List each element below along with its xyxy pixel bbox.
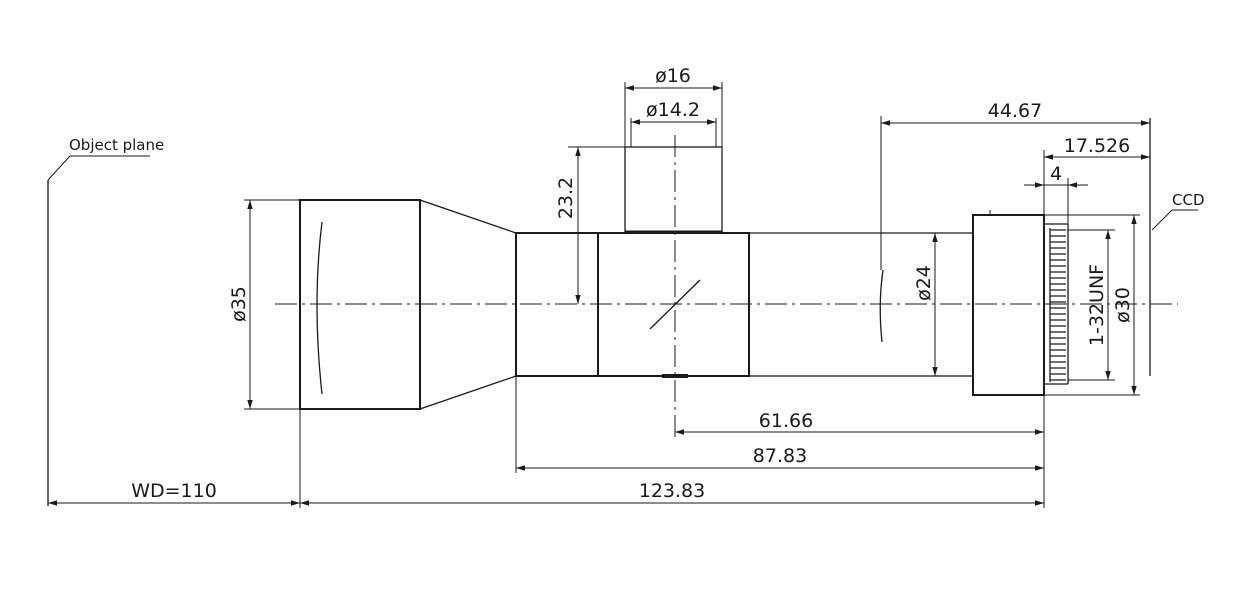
dim-17-526-label: 17.526: [1064, 135, 1130, 157]
dim-dia-35-label: ø35: [228, 286, 250, 322]
dim-87-83-label: 87.83: [753, 445, 807, 467]
dim-dia-24: ø24: [913, 233, 938, 376]
dim-4-label: 4: [1050, 163, 1062, 185]
dim-dia-16: ø16: [625, 65, 722, 91]
dim-dia-14-2-label: ø14.2: [646, 99, 700, 121]
camera-mount: [972, 210, 1069, 396]
dim-17-526: 17.526: [1044, 135, 1150, 160]
dim-dia-16-label: ø16: [655, 65, 691, 87]
dim-44-67-label: 44.67: [988, 100, 1042, 122]
dim-thread-label: 1-32UNF: [1086, 264, 1108, 346]
ccd-plane: CCD: [1149, 118, 1205, 376]
dim-dia-24-label: ø24: [913, 265, 935, 301]
extension-lines: [244, 82, 1140, 508]
dim-dia-14-2: ø14.2: [631, 99, 716, 125]
dim-61-66-label: 61.66: [759, 410, 813, 432]
dim-height-23-2-label: 23.2: [555, 177, 577, 219]
dim-dia-35: ø35: [228, 200, 253, 409]
mid-body: [515, 135, 750, 440]
dim-61-66: 61.66: [675, 410, 1044, 435]
dim-87-83: 87.83: [516, 445, 1044, 471]
dim-wd: WD=110: [48, 480, 300, 506]
object-plane: Object plane: [47, 136, 164, 506]
dim-height-23-2: 23.2: [555, 147, 581, 304]
dim-dia-30: ø30: [1112, 215, 1137, 395]
ccd-label: CCD: [1172, 191, 1205, 209]
dim-wd-label: WD=110: [131, 480, 217, 502]
dim-thread: 1-32UNF: [1086, 230, 1111, 380]
front-barrel: [299, 199, 517, 410]
dim-dia-30-label: ø30: [1112, 287, 1134, 323]
dim-total-length: 123.83: [300, 480, 1044, 506]
object-plane-label: Object plane: [69, 136, 164, 154]
dim-total-length-label: 123.83: [639, 480, 705, 502]
dim-44-67: 44.67: [881, 100, 1150, 126]
dim-4: 4: [1024, 163, 1088, 188]
